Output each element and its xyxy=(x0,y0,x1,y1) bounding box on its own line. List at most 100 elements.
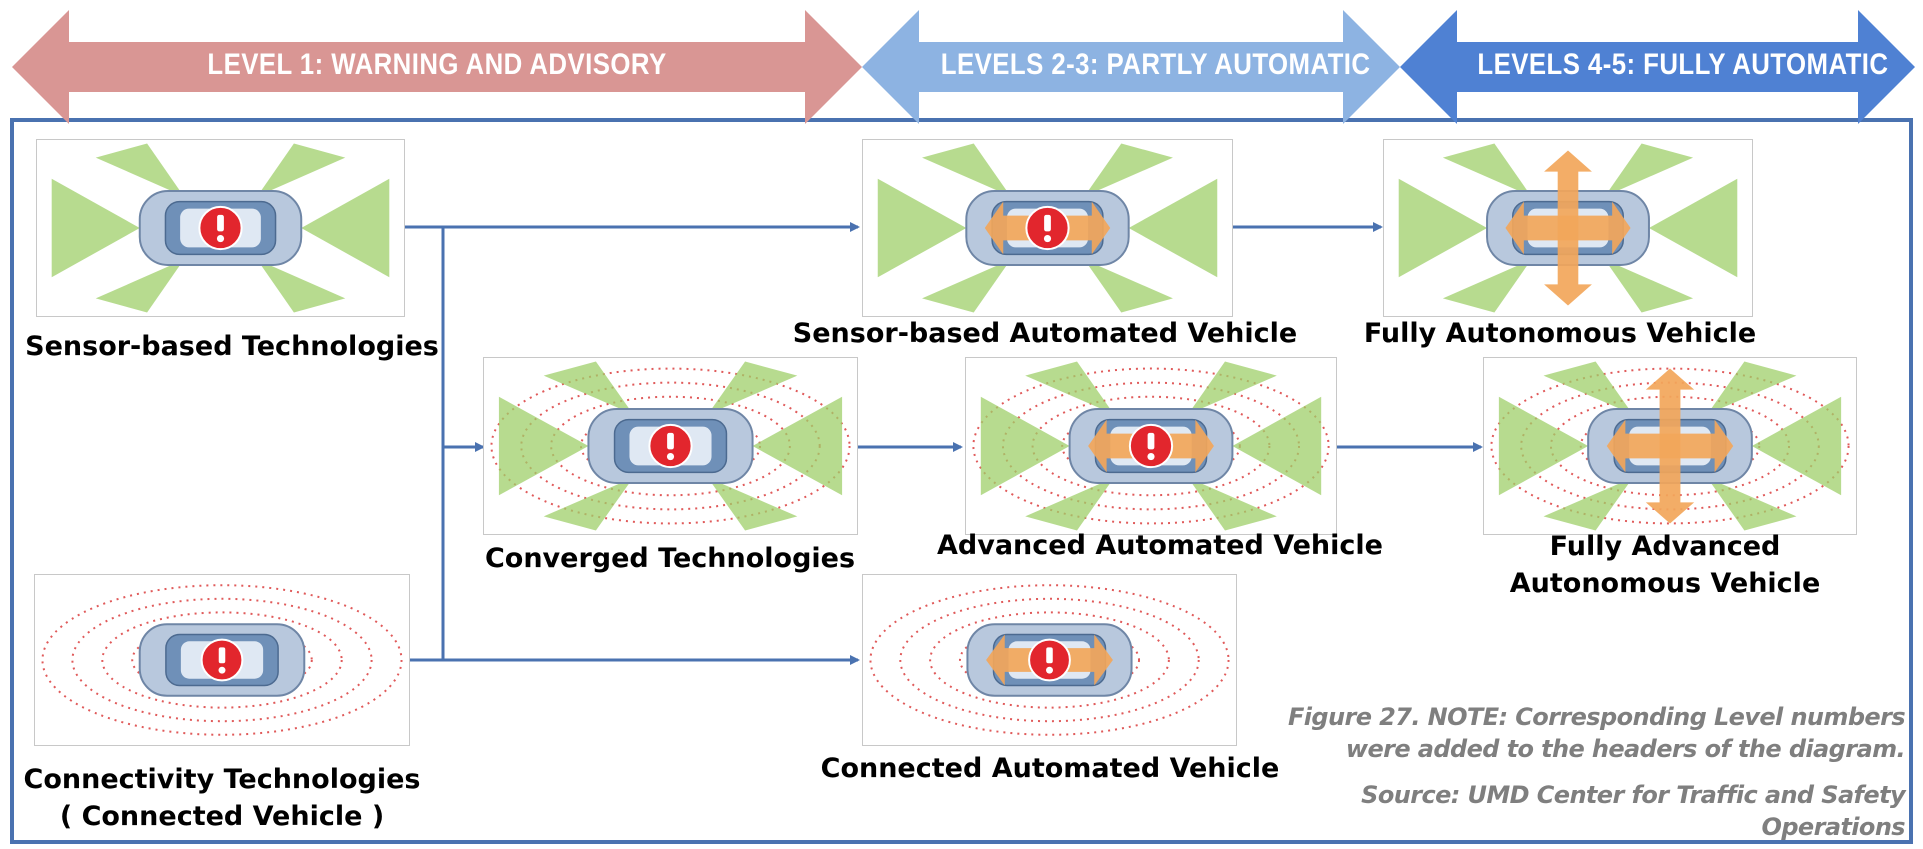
label-sensor-based-automated-vehicle: Sensor-based Automated Vehicle xyxy=(792,318,1298,349)
sensor-cone xyxy=(1188,361,1277,415)
sensor-cone xyxy=(95,143,184,197)
sensor-cones xyxy=(498,361,843,531)
label-converged-technologies: Converged Technologies xyxy=(484,543,856,574)
figure-source-line2: Operations xyxy=(1761,813,1906,841)
car-illustration xyxy=(1398,143,1738,313)
sensor-cone xyxy=(1442,259,1532,313)
exclamation-dot xyxy=(1046,666,1053,674)
level1-band-arrow xyxy=(12,10,862,124)
sensor-based-automated-vehicle-image xyxy=(862,139,1233,317)
sensor-cone xyxy=(922,259,1011,313)
sensor-cone xyxy=(1188,477,1277,531)
exclamation-bar xyxy=(218,647,226,664)
sensor-cone xyxy=(980,396,1070,496)
sensor-cone xyxy=(1442,143,1532,197)
ring xyxy=(1490,367,1850,525)
connectivity-rings xyxy=(41,584,403,736)
car-illustration xyxy=(1490,361,1850,531)
advanced-automated-vehicle-image xyxy=(965,357,1337,535)
sensor-cone xyxy=(1648,178,1738,278)
sensor-cone xyxy=(877,178,967,278)
label-fully-autonomous-vehicle: Fully Autonomous Vehicle xyxy=(1363,318,1757,349)
car-illustration xyxy=(877,143,1218,313)
sensor-cone xyxy=(922,143,1011,197)
ring xyxy=(131,625,313,695)
vertical-arrow xyxy=(1544,150,1592,306)
sensor-cone xyxy=(1604,259,1694,313)
sensor-cone xyxy=(1751,396,1842,496)
figure-caption-line2: were added to the headers of the diagram… xyxy=(1345,735,1906,763)
exclamation-dot xyxy=(666,452,675,461)
sensor-cone xyxy=(1543,361,1633,415)
car-illustration xyxy=(490,361,851,531)
exclamation-bar xyxy=(217,214,224,232)
sensor-cones xyxy=(51,143,390,313)
sensor-cone xyxy=(1707,477,1797,531)
automation-arrows xyxy=(1606,368,1734,524)
sensor-cone xyxy=(543,361,634,415)
warning-icon xyxy=(1028,638,1071,682)
warning-icon xyxy=(198,205,243,251)
connectivity-rings xyxy=(869,584,1230,736)
figure-source-line1: Source: UMD Center for Traffic and Safet… xyxy=(1361,781,1905,809)
car-illustration xyxy=(41,584,403,736)
connectivity-technologies-image xyxy=(34,574,410,746)
sensor-cone xyxy=(1084,143,1173,197)
exclamation-dot xyxy=(216,234,225,243)
exclamation-dot xyxy=(1043,234,1052,243)
converged-technologies-image xyxy=(483,357,858,535)
sensor-cone xyxy=(51,178,140,278)
ring xyxy=(490,367,851,525)
warning-icon xyxy=(1025,205,1070,251)
level45-band-arrow xyxy=(1400,10,1915,124)
level23-header: LEVELS 2-3: PARTLY AUTOMATIC xyxy=(940,48,1371,81)
sensor-cone xyxy=(1128,178,1218,278)
sensor-cone xyxy=(1025,477,1114,531)
sensor-cones xyxy=(1498,361,1842,531)
sensor-cone xyxy=(1232,396,1322,496)
sensor-cone xyxy=(498,396,589,496)
ring xyxy=(958,625,1141,695)
label-sensor-based-technologies: Sensor-based Technologies xyxy=(25,331,439,362)
sensor-cone xyxy=(1084,259,1173,313)
warning-icon xyxy=(648,423,693,469)
sensor-cone xyxy=(1398,178,1488,278)
level1-header: LEVEL 1: WARNING AND ADVISORY xyxy=(207,48,667,81)
fully-advanced-autonomous-vehicle-image xyxy=(1483,357,1857,535)
ring xyxy=(929,611,1170,709)
sensor-cone xyxy=(1025,361,1114,415)
label-connectivity-technologies-line1: Connectivity Technologies xyxy=(23,764,421,795)
sensor-cone xyxy=(707,477,798,531)
level45-header: LEVELS 4-5: FULLY AUTOMATIC xyxy=(1477,48,1889,81)
label-advanced-automated-vehicle: Advanced Automated Vehicle xyxy=(937,530,1383,561)
ring xyxy=(869,584,1230,736)
sensor-cones xyxy=(1398,143,1738,313)
label-fully-advanced-autonomous-vehicle-line2: Autonomous Vehicle xyxy=(1509,568,1821,599)
connected-automated-vehicle-image xyxy=(862,574,1237,746)
ring xyxy=(899,597,1200,723)
label-fully-advanced-autonomous-vehicle-line1: Fully Advanced xyxy=(1549,531,1781,562)
sensor-cone xyxy=(543,477,634,531)
sensor-cone xyxy=(1498,396,1589,496)
sensor-cone xyxy=(752,396,843,496)
sensor-cones xyxy=(877,143,1218,313)
ring xyxy=(71,597,373,723)
car-illustration xyxy=(51,143,390,313)
exclamation-bar xyxy=(667,432,674,450)
label-connectivity-technologies-line2: ( Connected Vehicle ) xyxy=(59,801,385,832)
exclamation-bar xyxy=(1044,214,1051,232)
automation-arrows xyxy=(1505,150,1631,306)
ring xyxy=(41,584,403,736)
sensor-cones xyxy=(980,361,1322,531)
label-connected-automated-vehicle: Connected Automated Vehicle xyxy=(820,753,1280,784)
figure-caption-line1: Figure 27. NOTE: Corresponding Level num… xyxy=(1288,703,1906,731)
sensor-cone xyxy=(1604,143,1694,197)
sensor-cone xyxy=(257,143,346,197)
sensor-cone xyxy=(257,259,346,313)
exclamation-dot xyxy=(218,666,226,674)
level23-band-arrow xyxy=(862,10,1400,124)
diagram-frame xyxy=(10,118,1913,844)
sensor-based-technologies-image xyxy=(36,139,405,317)
